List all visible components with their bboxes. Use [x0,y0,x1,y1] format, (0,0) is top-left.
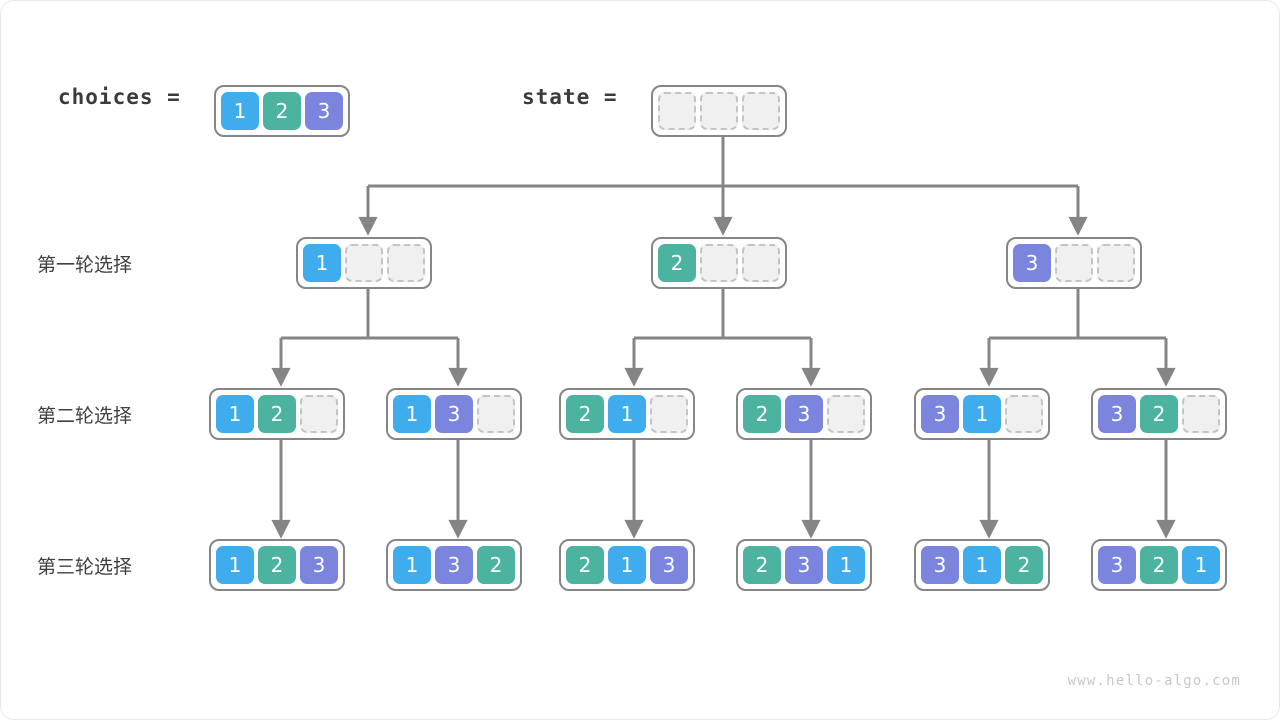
choices-cell-2: 3 [305,92,343,130]
node-round3-1-cell-0: 1 [216,546,254,584]
node-round2-6-cell-1: 2 [1140,395,1178,433]
node-round1-2-cell-1 [700,244,738,282]
node-round3-1-cell-2: 3 [300,546,338,584]
node-round3-3-cell-2: 3 [650,546,688,584]
node-round3-5-cell-0: 3 [921,546,959,584]
node-round2-6-cell-0: 3 [1098,395,1136,433]
watermark: www.hello-algo.com [1067,673,1241,689]
node-round3-6-cell-1: 2 [1140,546,1178,584]
node-round3-3-cell-0: 2 [566,546,604,584]
node-round1-2-cell-2 [742,244,780,282]
node-round2-2-cell-2 [477,395,515,433]
node-round3-3-cell-1: 1 [608,546,646,584]
node-round3-6-cell-0: 3 [1098,546,1136,584]
node-round1-1-cell-0: 1 [303,244,341,282]
node-round3-2-cell-0: 1 [393,546,431,584]
node-round1-2: 2 [651,237,787,289]
node-round2-1-cell-0: 1 [216,395,254,433]
node-round3-4-cell-0: 2 [743,546,781,584]
node-round2-5-cell-0: 3 [921,395,959,433]
state-cell-1 [700,92,738,130]
row-label-round2: 第二轮选择 [37,405,133,427]
node-round3-6-cell-2: 1 [1182,546,1220,584]
choices-label: choices = [58,85,181,109]
node-round1-1: 1 [296,237,432,289]
node-round2-3-cell-0: 2 [566,395,604,433]
node-round1-1-cell-1 [345,244,383,282]
node-round3-1-cell-1: 2 [258,546,296,584]
node-round1-3: 3 [1006,237,1142,289]
node-round2-1-cell-1: 2 [258,395,296,433]
state-cell-0 [658,92,696,130]
node-round1-3-cell-0: 3 [1013,244,1051,282]
node-round1-3-cell-2 [1097,244,1135,282]
row-label-round3: 第三轮选择 [37,556,133,578]
node-round3-2-cell-2: 2 [477,546,515,584]
node-round2-5-cell-1: 1 [963,395,1001,433]
state-cell-2 [742,92,780,130]
node-round2-4-cell-2 [827,395,865,433]
node-round3-5-cell-2: 2 [1005,546,1043,584]
node-round3-5-cell-1: 1 [963,546,1001,584]
choices-cell-1: 2 [263,92,301,130]
node-round2-4-cell-1: 3 [785,395,823,433]
choices-cell-0: 1 [221,92,259,130]
node-round2-3-cell-1: 1 [608,395,646,433]
node-round1-2-cell-0: 2 [658,244,696,282]
node-round3-4-cell-1: 3 [785,546,823,584]
node-round2-5-cell-2 [1005,395,1043,433]
node-round2-2-cell-0: 1 [393,395,431,433]
node-round2-2-cell-1: 3 [435,395,473,433]
state-array [651,85,787,137]
node-round3-2-cell-1: 3 [435,546,473,584]
node-round2-3-cell-2 [650,395,688,433]
node-round1-1-cell-2 [387,244,425,282]
state-label: state = [522,85,618,109]
node-round2-4-cell-0: 2 [743,395,781,433]
row-label-round1: 第一轮选择 [37,254,133,276]
node-round2-6-cell-2 [1182,395,1220,433]
node-round2-1-cell-2 [300,395,338,433]
node-round1-3-cell-1 [1055,244,1093,282]
node-round3-4-cell-2: 1 [827,546,865,584]
